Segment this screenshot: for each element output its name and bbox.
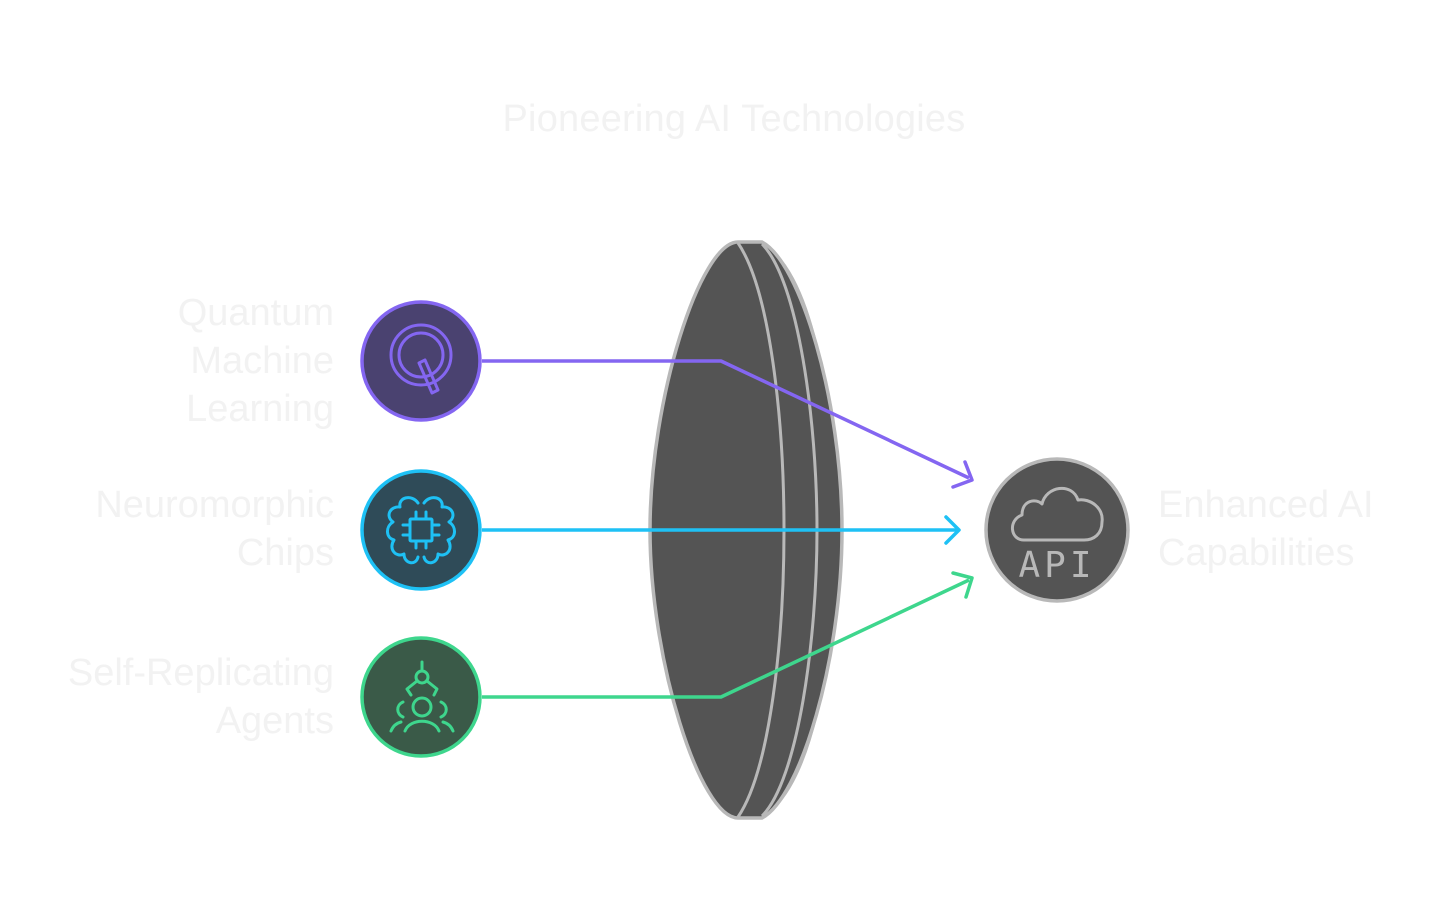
node-neuromorphic-chips[interactable] [360, 469, 482, 591]
label-neuromorphic-chips: Neuromorphic Chips [95, 481, 334, 577]
brain-chip-icon [386, 496, 456, 565]
cloud-icon [1011, 487, 1104, 542]
arrowhead [951, 571, 974, 599]
label-line: Quantum [177, 292, 334, 334]
label-line: Chips [236, 532, 334, 574]
connector-neuromorphic [482, 515, 961, 545]
label-line: Learning [186, 388, 334, 430]
label-line: Self-Replicating [67, 652, 334, 694]
connector-quantum [482, 359, 974, 489]
api-text: API [1018, 545, 1095, 586]
connector-self-replicating [482, 571, 974, 699]
cloud-api-icon: API [1011, 487, 1104, 586]
robot-arm-people-icon [389, 660, 455, 733]
node-enhanced-ai-capabilities[interactable]: API [984, 457, 1130, 603]
quantum-q-icon [389, 323, 453, 395]
diagram-title: Pioneering AI Technologies [502, 98, 966, 140]
arrowhead [951, 460, 974, 489]
arrowhead [944, 515, 961, 545]
node-quantum-machine-learning[interactable] [360, 300, 482, 422]
label-quantum-machine-learning: Quantum Machine Learning [178, 289, 334, 433]
node-self-replicating-agents[interactable] [360, 636, 482, 758]
label-line: Neuromorphic [95, 484, 334, 526]
label-line: Machine [190, 340, 334, 382]
label-line: Capabilities [1158, 532, 1355, 574]
label-enhanced-ai-capabilities: Enhanced AI Capabilities [1158, 481, 1374, 577]
label-line: Agents [215, 700, 334, 742]
label-self-replicating-agents: Self-Replicating Agents [68, 649, 334, 745]
label-line: Enhanced AI [1158, 484, 1374, 526]
